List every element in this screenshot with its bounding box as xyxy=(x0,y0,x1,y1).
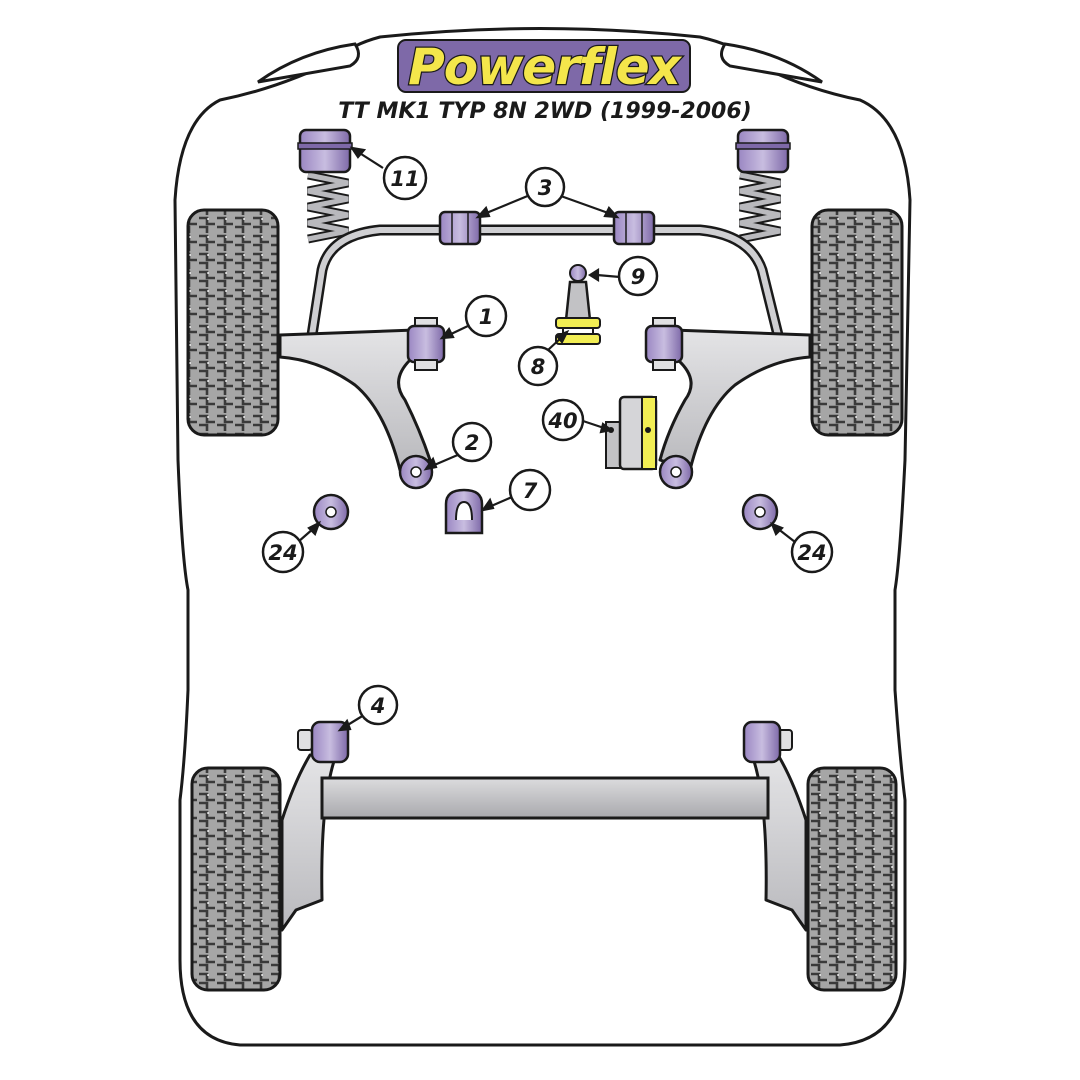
svg-text:11: 11 xyxy=(390,167,419,191)
svg-text:4: 4 xyxy=(370,694,386,718)
callout-2: 2 xyxy=(451,421,493,463)
rear-right-tyre xyxy=(806,766,898,992)
svg-text:24: 24 xyxy=(268,541,297,565)
engine-mount-9 xyxy=(564,264,592,322)
callout-8: 8 xyxy=(517,345,559,387)
leader-lines xyxy=(297,146,796,732)
front-right-tyre xyxy=(810,208,904,437)
svg-text:9: 9 xyxy=(631,265,646,289)
bush-7 xyxy=(444,488,484,535)
svg-text:3: 3 xyxy=(538,176,553,200)
rear-torsion-beam xyxy=(320,776,770,820)
right-headlamp xyxy=(719,42,823,84)
svg-text:7: 7 xyxy=(523,479,538,503)
callout-11: 11 xyxy=(382,155,428,201)
rear-left-tyre xyxy=(190,766,282,992)
front-left-tyre xyxy=(186,208,280,437)
arb-bush-right xyxy=(612,210,656,246)
callout-4: 4 xyxy=(357,684,399,726)
bush-24-left xyxy=(312,493,350,531)
bush-1-left xyxy=(406,317,446,371)
bush-2-right xyxy=(658,454,694,490)
callout-1: 1 xyxy=(464,294,508,338)
vehicle-title: TT MK1 TYP 8N 2WD (1999-2006) xyxy=(338,99,751,124)
bush-1-right xyxy=(644,317,684,371)
left-spring xyxy=(297,128,353,244)
callout-24-left: 24 xyxy=(261,530,305,574)
svg-text:1: 1 xyxy=(479,305,494,329)
callout-40: 40 xyxy=(541,398,585,442)
arb-bush-left xyxy=(438,210,482,246)
svg-text:8: 8 xyxy=(531,355,546,379)
bush-4-left xyxy=(297,720,350,764)
callout-7: 7 xyxy=(508,468,552,512)
callout-9: 9 xyxy=(617,255,659,297)
bush-2-left xyxy=(398,454,434,490)
powerflex-logo: Powerflex xyxy=(397,37,691,97)
svg-text:40: 40 xyxy=(547,409,577,433)
svg-text:24: 24 xyxy=(797,541,826,565)
gearbox-mount-40 xyxy=(605,395,658,471)
right-spring xyxy=(735,128,791,244)
callout-24-right: 24 xyxy=(790,530,834,574)
callout-3: 3 xyxy=(524,166,566,208)
engine-mount-8 xyxy=(555,317,601,345)
svg-text:2: 2 xyxy=(465,431,480,455)
bush-4-right xyxy=(742,720,793,764)
bush-24-right xyxy=(741,493,779,531)
left-headlamp xyxy=(257,42,361,84)
brand-name: Powerflex xyxy=(408,38,683,96)
